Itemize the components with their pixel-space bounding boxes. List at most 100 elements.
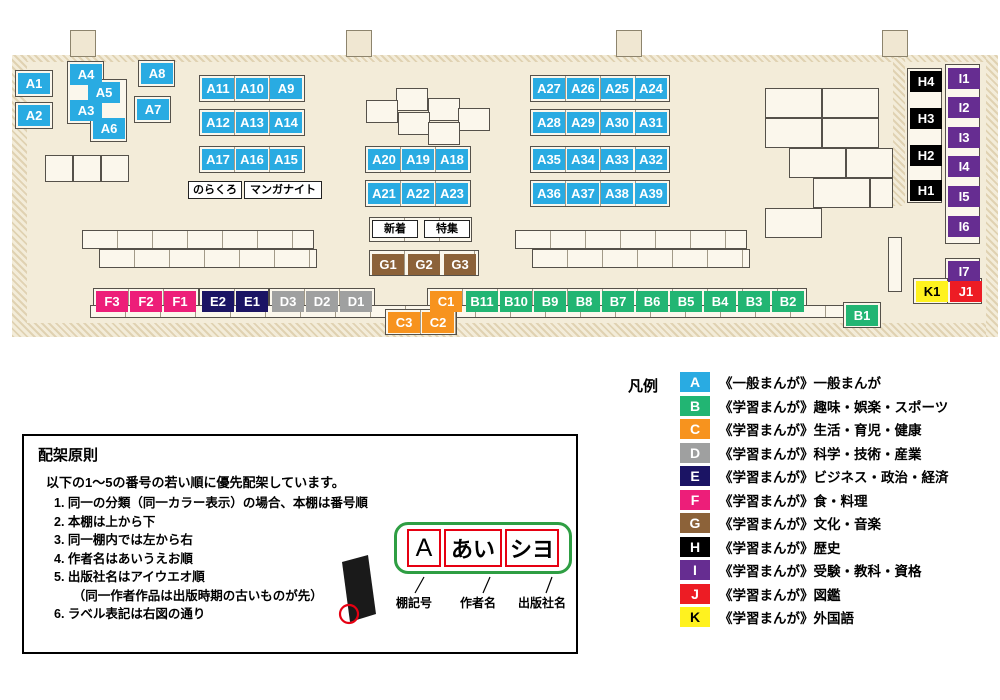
legend-swatch-a: A	[680, 372, 710, 392]
shelf-block	[396, 88, 428, 111]
legend-label: 《一般まんが》一般まんが	[719, 376, 881, 391]
principle-line: 4. 作者名はあいうえお順	[54, 551, 193, 566]
map-note: 新着	[372, 220, 418, 238]
shelf-block	[532, 249, 750, 268]
legend-item-a: A 《一般まんが》一般まんが	[680, 372, 949, 392]
pillar	[346, 30, 372, 57]
shelf-label-a7: A7	[137, 99, 169, 120]
pillar	[70, 30, 96, 57]
shelf-block	[428, 122, 460, 145]
shelf-label-b7: B7	[602, 291, 634, 312]
shelf-block	[846, 148, 893, 178]
shelf-label-a14: A14	[270, 112, 302, 133]
legend-label: 《学習まんが》図鑑	[719, 587, 841, 603]
map-note: のらくろ	[188, 181, 242, 199]
shelf-label-j1: J1	[950, 281, 982, 302]
shelf-block	[789, 148, 846, 178]
legend-swatch-b: B	[680, 395, 710, 416]
legend-item-b: B 《学習まんが》趣味・娯楽・スポーツ	[680, 395, 949, 416]
shelf-block	[515, 230, 747, 249]
shelf-label-i6: I6	[948, 216, 980, 237]
map-note: マンガナイト	[244, 181, 322, 199]
shelf-label-a8: A8	[141, 63, 173, 84]
shelf-label-a10: A10	[236, 78, 268, 99]
shelf-label-g1: G1	[372, 254, 404, 275]
caption-publisher: 出版社名	[518, 596, 567, 610]
shelf-label-a13: A13	[236, 112, 268, 133]
principle-line: 1. 同一の分類（同一カラー表示）の場合、本棚は番号順	[54, 496, 368, 510]
shelf-label-b6: B6	[636, 291, 668, 312]
shelf-label-i4: I4	[948, 156, 980, 177]
shelf-label-h3: H3	[910, 108, 942, 129]
shelf-block	[99, 249, 317, 268]
shelf-label-a3: A3	[70, 100, 102, 121]
shelf-label-e1: E1	[236, 291, 268, 312]
floor-hatch	[12, 55, 27, 337]
shelf-block	[822, 118, 879, 148]
caption-shelf-code: 棚記号	[396, 596, 433, 610]
legend-item-f: F《学習まんが》食・料理	[680, 489, 949, 510]
shelf-label-d2: D2	[306, 291, 338, 312]
shelf-block	[101, 155, 129, 182]
shelf-block	[870, 178, 893, 208]
shelf-label-a27: A27	[533, 78, 565, 99]
shelf-label-a23: A23	[436, 183, 468, 204]
legend-swatch-j: J	[680, 583, 710, 604]
shelf-block	[945, 64, 980, 244]
pointer-line	[414, 576, 425, 594]
shelf-label-h1: H1	[910, 180, 942, 201]
shelf-block	[82, 230, 314, 249]
shelf-label-c1: C1	[430, 291, 462, 312]
principle-line: 5. 出版社名はアイウエオ順	[54, 570, 205, 584]
caption-author: 作者名	[460, 596, 497, 610]
legend-swatch-g: G	[680, 513, 710, 533]
shelf-label-a5: A5	[88, 82, 120, 103]
shelf-label-i1: I1	[948, 68, 980, 89]
shelf-label-d1: D1	[340, 291, 372, 312]
shelf-label-a22: A22	[402, 183, 434, 204]
shelf-label-a31: A31	[635, 112, 667, 133]
principle-line: 3. 同一棚内では左から右	[54, 533, 193, 547]
legend-item-e: E 《学習まんが》ビジネス・政治・経済	[680, 466, 949, 486]
shelf-block	[765, 88, 822, 118]
shelf-label-a35: A35	[533, 149, 565, 170]
legend-label: 《学習まんが》文化・音楽	[719, 517, 881, 532]
shelf-label-b1: B1	[846, 305, 878, 326]
shelf-label-b2: B2	[772, 291, 804, 312]
legend-label: 《学習まんが》歴史	[719, 540, 841, 556]
shelf-block	[765, 118, 822, 148]
legend-label: 《学習まんが》生活・育児・健康	[719, 423, 922, 438]
shelf-label-a19: A19	[402, 149, 434, 170]
shelf-label-i3: I3	[948, 127, 980, 148]
floor-hatch	[986, 55, 998, 337]
example-publisher: シヨ	[505, 529, 559, 567]
principles-intro: 以下の1〜5の番号の若い順に優先配架しています。	[46, 475, 345, 490]
legend-label: 《学習まんが》ビジネス・政治・経済	[719, 470, 949, 485]
legend-label: 《学習まんが》外国語	[719, 611, 854, 626]
label-example: A あい シヨ	[394, 522, 572, 574]
shelf-label-a26: A26	[567, 78, 599, 99]
legend-item-k: K《学習まんが》外国語	[680, 607, 949, 627]
principles-list: 1. 同一の分類（同一カラー表示）の場合、本棚は番号順 2. 本棚は上から下 3. …	[54, 494, 368, 624]
shelf-label-a4: A4	[70, 64, 102, 85]
shelf-label-a24: A24	[635, 78, 667, 99]
principles-box: 配架原則 以下の1〜5の番号の若い順に優先配架しています。 1. 同一の分類（同…	[22, 434, 578, 654]
shelf-label-c3: C3	[388, 312, 420, 333]
principle-line: （同一作者作品は出版時期の古いものが先）	[54, 588, 323, 603]
shelf-label-a11: A11	[202, 78, 234, 99]
shelf-label-a34: A34	[567, 149, 599, 170]
shelf-label-a16: A16	[236, 149, 268, 170]
pointer-line	[545, 576, 553, 594]
legend-swatch-e: E	[680, 466, 710, 486]
shelf-label-b11: B11	[466, 291, 498, 312]
shelf-label-a1: A1	[18, 73, 50, 94]
example-shelf-code: A	[407, 529, 441, 567]
legend-label: 《学習まんが》趣味・娯楽・スポーツ	[719, 399, 949, 415]
shelf-label-h4: H4	[910, 71, 942, 92]
shelf-label-a36: A36	[533, 183, 565, 204]
principle-line: 2. 本棚は上から下	[54, 514, 156, 529]
shelf-block	[428, 98, 460, 121]
shelf-label-a33: A33	[601, 149, 633, 170]
pillar	[882, 30, 908, 57]
